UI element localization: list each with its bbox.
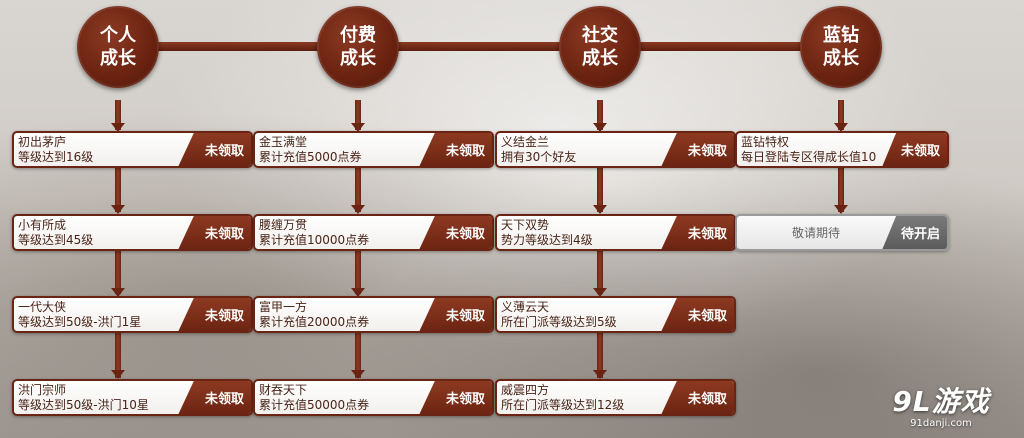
category-title: 个人	[100, 25, 136, 46]
category-social-growth: 社交 成长	[559, 6, 641, 88]
connector	[115, 332, 121, 378]
category-title: 成长	[100, 48, 136, 69]
site-watermark: 9L游戏 91danji.com	[866, 380, 1016, 432]
arrow-down-icon	[834, 205, 848, 214]
claim-button[interactable]: 未领取	[419, 298, 492, 331]
reward-name: 洪门宗师	[18, 383, 67, 397]
reward-name: 腰缠万贯	[259, 218, 308, 232]
connector	[355, 168, 361, 212]
arrow-down-icon	[593, 370, 607, 379]
arrow-down-icon	[111, 288, 125, 297]
reward-name: 小有所成	[18, 218, 67, 232]
arrow-down-icon	[593, 205, 607, 214]
arrow-down-icon	[351, 370, 365, 379]
reward-condition: 累计充值5000点券	[259, 150, 362, 164]
category-personal-growth: 个人 成长	[77, 6, 159, 88]
category-title: 成长	[340, 48, 376, 69]
reward-name: 富甲一方	[259, 300, 308, 314]
watermark-url: 91danji.com	[910, 418, 972, 429]
arrow-down-icon	[351, 288, 365, 297]
claim-button[interactable]: 未领取	[419, 381, 492, 414]
reward-condition: 累计充值10000点券	[259, 233, 370, 247]
reward-condition: 等级达到50级-洪门10星	[18, 398, 149, 412]
connector	[597, 168, 603, 212]
reward-card: 义结金兰拥有30个好友 未领取	[495, 131, 736, 168]
connector	[597, 250, 603, 294]
claim-button[interactable]: 未领取	[178, 216, 251, 249]
coming-soon-card: 敬请期待 待开启	[735, 214, 949, 251]
reward-condition: 拥有30个好友	[501, 150, 577, 164]
reward-card: 义薄云天所在门派等级达到5级 未领取	[495, 296, 736, 333]
reward-card: 富甲一方累计充值20000点券 未领取	[253, 296, 494, 333]
reward-card: 小有所成等级达到45级 未领取	[12, 214, 253, 251]
claim-button[interactable]: 未领取	[661, 133, 734, 166]
connector	[355, 100, 361, 130]
category-title: 成长	[582, 48, 618, 69]
claim-button[interactable]: 未领取	[661, 381, 734, 414]
reward-name: 一代大侠	[18, 300, 67, 314]
claim-button[interactable]: 未领取	[419, 216, 492, 249]
coming-soon-label: 敬请期待	[791, 226, 840, 240]
connector	[838, 168, 844, 212]
claim-button[interactable]: 未领取	[178, 381, 251, 414]
category-paid-growth: 付费 成长	[317, 6, 399, 88]
timeline-connector	[118, 42, 860, 51]
reward-name: 义结金兰	[501, 135, 550, 149]
reward-card: 蓝钻特权每日登陆专区得成长值10 未领取	[735, 131, 949, 168]
category-blue-diamond-growth: 蓝钻 成长	[800, 6, 882, 88]
reward-condition: 势力等级达到4级	[501, 233, 593, 247]
reward-card: 腰缠万贯累计充值10000点券 未领取	[253, 214, 494, 251]
claim-button[interactable]: 未领取	[661, 298, 734, 331]
claim-button[interactable]: 未领取	[661, 216, 734, 249]
reward-condition: 累计充值20000点券	[259, 315, 370, 329]
reward-name: 天下双势	[501, 218, 550, 232]
arrow-down-icon	[593, 123, 607, 132]
arrow-down-icon	[834, 123, 848, 132]
arrow-down-icon	[111, 123, 125, 132]
category-title: 蓝钻	[823, 25, 859, 46]
connector	[115, 168, 121, 212]
reward-card: 一代大侠等级达到50级-洪门1星 未领取	[12, 296, 253, 333]
reward-card: 天下双势势力等级达到4级 未领取	[495, 214, 736, 251]
category-title: 社交	[582, 25, 618, 46]
reward-name: 蓝钻特权	[741, 135, 790, 149]
arrow-down-icon	[351, 205, 365, 214]
claim-button[interactable]: 未领取	[178, 133, 251, 166]
arrow-down-icon	[351, 123, 365, 132]
arrow-down-icon	[111, 370, 125, 379]
claim-button[interactable]: 未领取	[882, 133, 947, 166]
reward-condition: 每日登陆专区得成长值10	[741, 150, 877, 164]
reward-card: 财吞天下累计充值50000点券 未领取	[253, 379, 494, 416]
connector	[355, 332, 361, 378]
claim-button[interactable]: 未领取	[419, 133, 492, 166]
reward-name: 义薄云天	[501, 300, 550, 314]
reward-name: 初出茅庐	[18, 135, 67, 149]
reward-card: 威震四方所在门派等级达到12级 未领取	[495, 379, 736, 416]
arrow-down-icon	[111, 205, 125, 214]
connector	[597, 100, 603, 130]
arrow-down-icon	[593, 288, 607, 297]
reward-card: 初出茅庐等级达到16级 未领取	[12, 131, 253, 168]
reward-condition: 所在门派等级达到12级	[501, 398, 625, 412]
connector	[115, 250, 121, 294]
reward-condition: 等级达到50级-洪门1星	[18, 315, 142, 329]
reward-name: 金玉满堂	[259, 135, 308, 149]
watermark-logo: 9L游戏	[892, 385, 990, 418]
reward-name: 财吞天下	[259, 383, 308, 397]
reward-name: 威震四方	[501, 383, 550, 397]
connector	[597, 332, 603, 378]
reward-condition: 等级达到16级	[18, 150, 94, 164]
reward-condition: 所在门派等级达到5级	[501, 315, 617, 329]
connector	[115, 100, 121, 130]
connector	[838, 100, 844, 130]
pending-button[interactable]: 待开启	[882, 216, 947, 249]
category-title: 成长	[823, 48, 859, 69]
claim-button[interactable]: 未领取	[178, 298, 251, 331]
connector	[355, 250, 361, 294]
reward-card: 金玉满堂累计充值5000点券 未领取	[253, 131, 494, 168]
category-title: 付费	[340, 25, 376, 46]
reward-card: 洪门宗师等级达到50级-洪门10星 未领取	[12, 379, 253, 416]
reward-condition: 累计充值50000点券	[259, 398, 370, 412]
reward-condition: 等级达到45级	[18, 233, 94, 247]
